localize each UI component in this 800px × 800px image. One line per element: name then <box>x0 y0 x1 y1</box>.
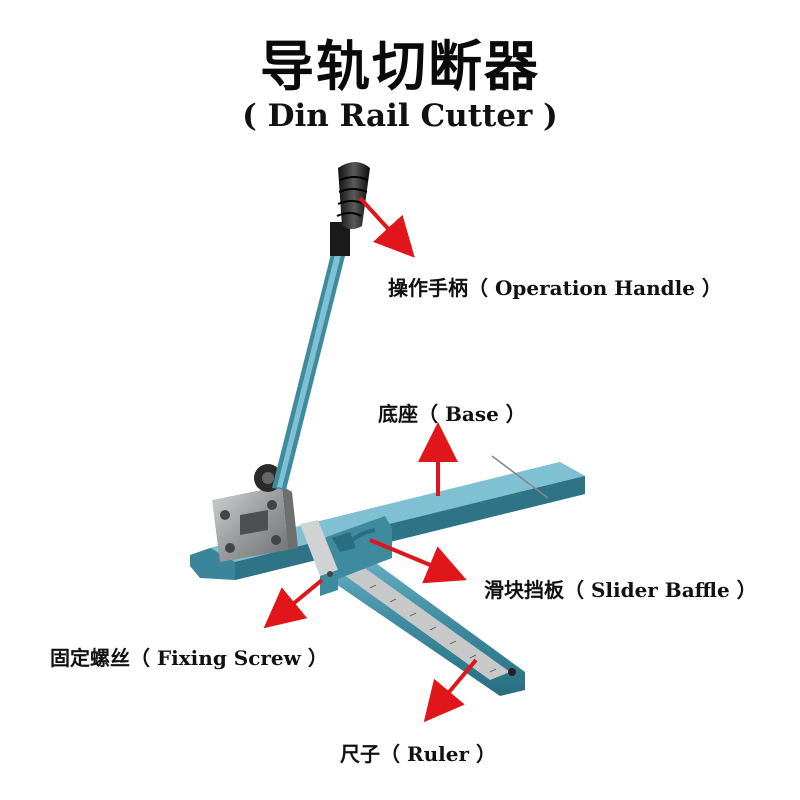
label-slider-baffle: 滑块挡板（ Slider Baffle ） <box>484 578 757 602</box>
cutting-head <box>212 464 298 562</box>
wire-line <box>491 455 549 499</box>
title-english: ( Din Rail Cutter ) <box>242 98 558 134</box>
arrow-handle-icon <box>358 196 415 258</box>
operation-handle <box>272 162 370 490</box>
slider-baffle <box>318 516 392 582</box>
label-base: 底座（ Base ） <box>378 402 526 426</box>
arrow-ruler-icon <box>423 658 478 723</box>
arrow-screw-icon <box>263 578 324 629</box>
arrow-slider-icon <box>369 538 467 584</box>
title-chinese: 导轨切断器 <box>260 35 540 98</box>
label-operation-handle: 操作手柄（ Operation Handle ） <box>388 276 722 300</box>
measuring-post <box>300 520 338 596</box>
label-fixing-screw: 固定螺丝（ Fixing Screw ） <box>50 646 328 670</box>
label-ruler: 尺子（ Ruler ） <box>340 742 496 766</box>
ruler-arm <box>330 550 525 696</box>
